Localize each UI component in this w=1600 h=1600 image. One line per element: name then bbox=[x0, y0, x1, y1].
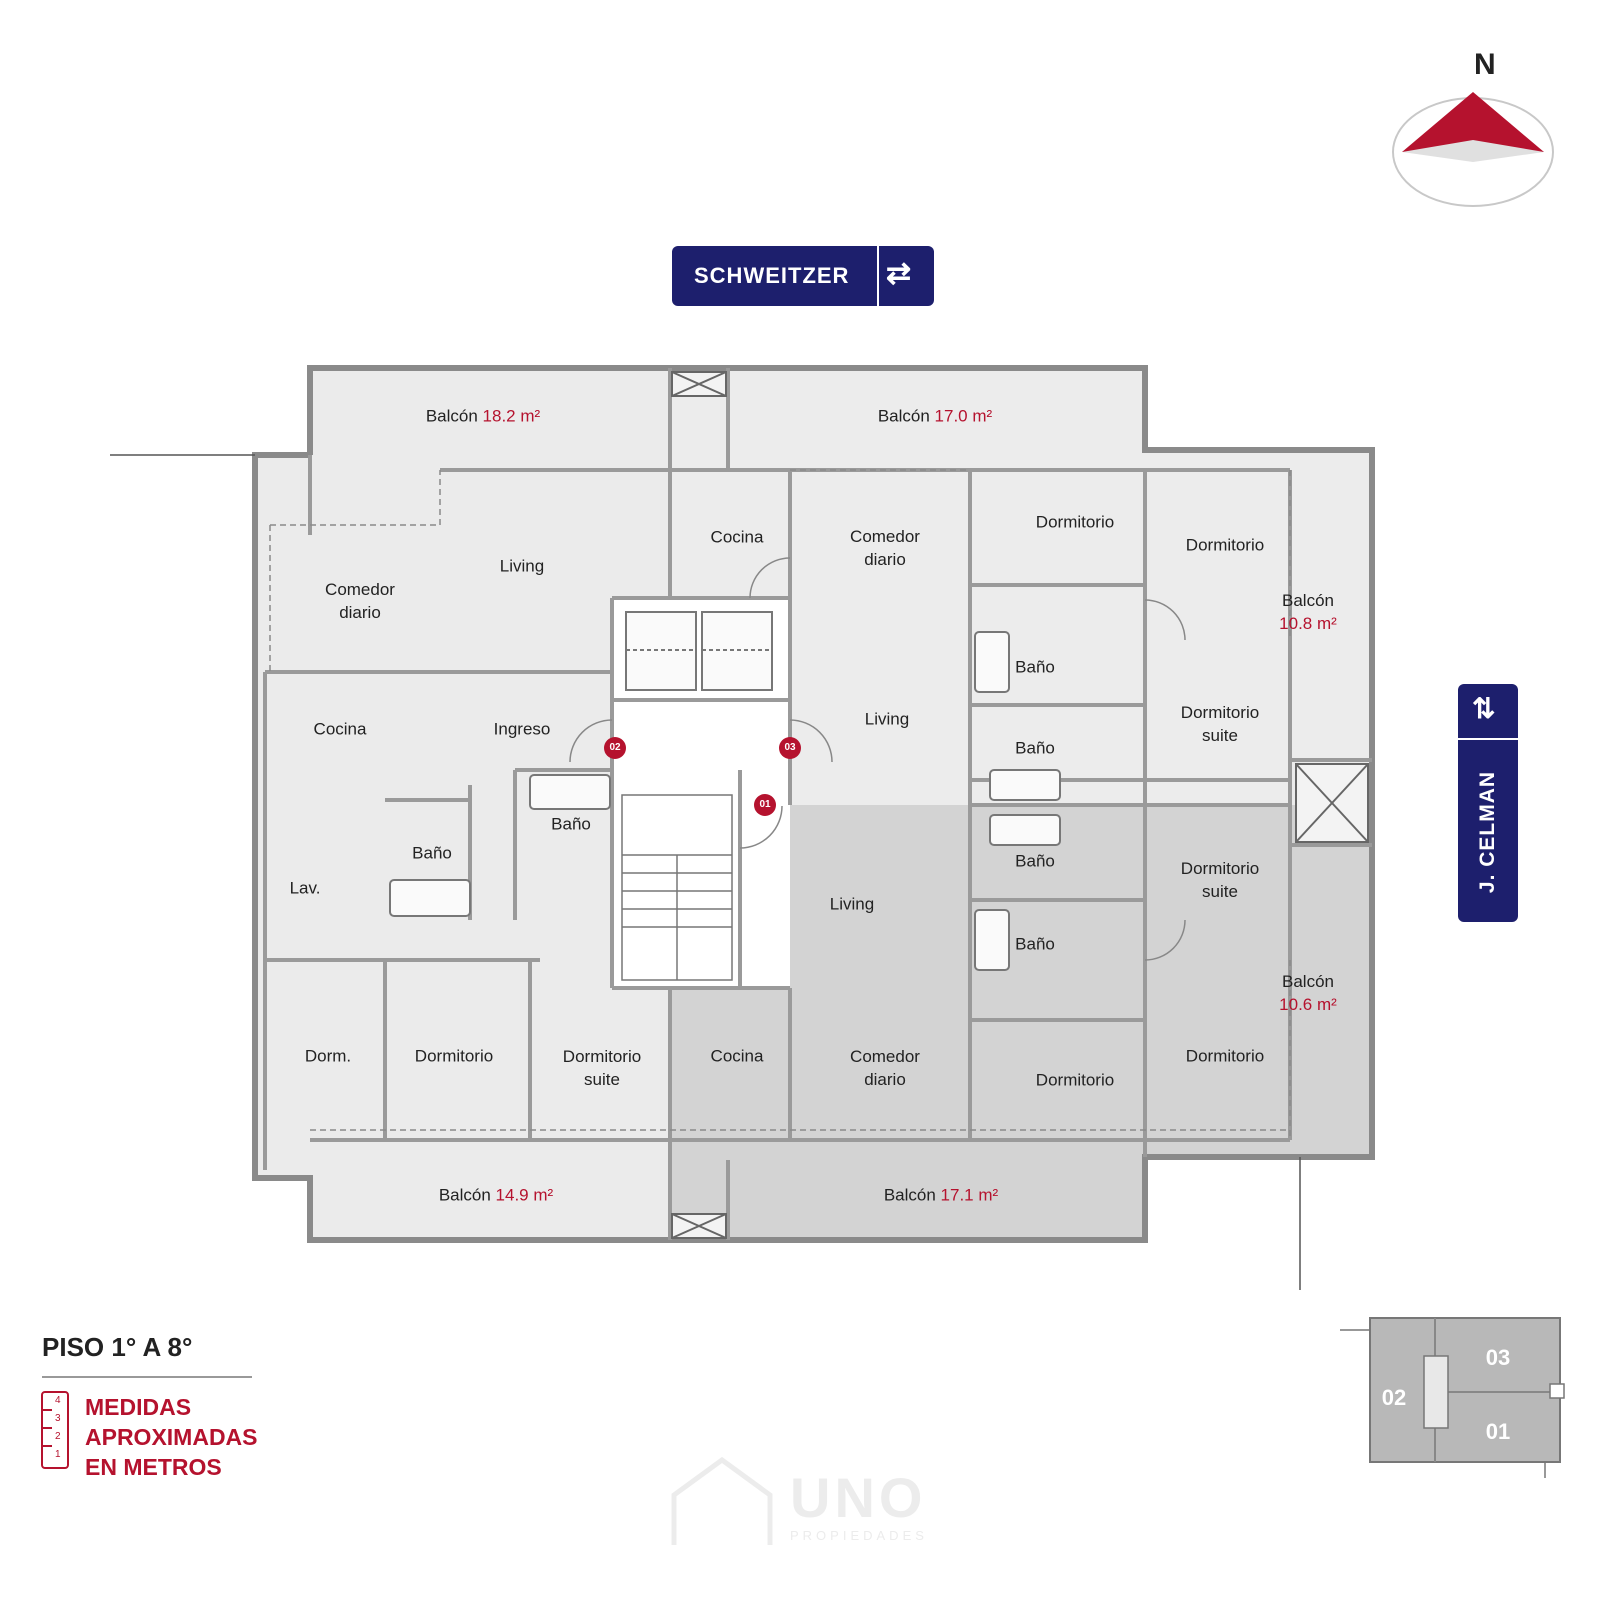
door-swings bbox=[569, 557, 1186, 961]
room-label: Balcón 18.2 m² bbox=[425, 406, 541, 426]
room-label: Baño bbox=[1015, 738, 1055, 758]
room-label: Baño bbox=[1015, 657, 1055, 677]
room-label: Living bbox=[829, 894, 875, 914]
room-label: Comedor diario bbox=[850, 1047, 920, 1089]
legend-divider bbox=[42, 1376, 252, 1378]
room-label: Balcón 17.1 m² bbox=[883, 1185, 999, 1205]
key-plan bbox=[1340, 1317, 1565, 1478]
measurement-note: MEDIDAS APROXIMADAS EN METROS bbox=[85, 1392, 258, 1482]
scale-tick: 2 bbox=[55, 1431, 61, 1442]
room-label: Cocina bbox=[313, 719, 367, 739]
unit-02-area bbox=[255, 368, 670, 1240]
room-label: Baño bbox=[551, 814, 591, 834]
elevators bbox=[625, 611, 773, 691]
watermark-brand: UNO bbox=[790, 1466, 927, 1529]
room-label: Balcón 17.0 m² bbox=[877, 406, 993, 426]
unit-01-area bbox=[670, 805, 1370, 1240]
room-label: Dormitorio suite bbox=[1180, 859, 1260, 901]
room-label: Ingreso bbox=[493, 719, 551, 739]
room-label: Baño bbox=[1015, 851, 1055, 871]
street-sign-north: SCHWEITZER ⇄ bbox=[672, 246, 934, 306]
watermark-logo-icon bbox=[671, 1456, 773, 1545]
street-name-east: J. CELMAN bbox=[1476, 770, 1499, 894]
shafts bbox=[671, 371, 1369, 1239]
street-sign-east: ⇅ J. CELMAN bbox=[1458, 684, 1518, 922]
unit-door-01-badge: 01 bbox=[754, 794, 776, 816]
room-label: Dormitorio bbox=[1185, 1046, 1265, 1066]
room-label: Baño bbox=[412, 843, 452, 863]
street-name-north: SCHWEITZER bbox=[694, 263, 850, 288]
room-label: Dormitorio suite bbox=[562, 1047, 642, 1089]
room-label: Balcón 14.9 m² bbox=[438, 1185, 554, 1205]
compass-north-label: N bbox=[1474, 48, 1496, 81]
measurement-note-line: EN METROS bbox=[85, 1454, 222, 1480]
room-label: Living bbox=[499, 556, 545, 576]
two-way-arrow-divider bbox=[1458, 738, 1518, 740]
room-label: Baño bbox=[1015, 934, 1055, 954]
measurement-note-line: MEDIDAS bbox=[85, 1394, 192, 1420]
scale-tick: 4 bbox=[55, 1395, 61, 1406]
room-label: Dormitorio bbox=[1035, 1070, 1115, 1090]
scale-icon bbox=[41, 1391, 69, 1469]
room-label: Dormitorio bbox=[1035, 512, 1115, 532]
floor-range-title: PISO 1° A 8° bbox=[42, 1332, 193, 1362]
room-label: Cocina bbox=[710, 1046, 764, 1066]
two-way-arrow-icon bbox=[877, 246, 879, 306]
room-label: Dormitorio bbox=[1185, 535, 1265, 555]
measurement-note-line: APROXIMADAS bbox=[85, 1424, 258, 1450]
unit-door-03-badge: 03 bbox=[779, 737, 801, 759]
key-plan-unit-01: 01 bbox=[1485, 1419, 1511, 1444]
room-label: Dormitorio bbox=[414, 1046, 494, 1066]
swap-horizontal-icon: ⇄ bbox=[886, 257, 912, 290]
key-plan-unit-02: 02 bbox=[1381, 1385, 1407, 1410]
key-plan-unit-03: 03 bbox=[1485, 1345, 1511, 1370]
site-lines bbox=[110, 454, 1301, 1290]
scale-tick: 3 bbox=[55, 1413, 61, 1424]
stairs bbox=[621, 794, 733, 981]
watermark-subtitle: PROPIEDADES bbox=[790, 1528, 928, 1543]
room-label: Cocina bbox=[710, 527, 764, 547]
room-label: Dorm. bbox=[304, 1046, 352, 1066]
bathroom-fixtures bbox=[389, 631, 1061, 971]
glazing-lines bbox=[269, 469, 1291, 1140]
swap-vertical-icon: ⇅ bbox=[1472, 693, 1496, 724]
scale-tick: 1 bbox=[55, 1449, 61, 1460]
room-label: Comedor diario bbox=[325, 580, 395, 622]
room-label: Dormitorio suite bbox=[1180, 703, 1260, 745]
scale-tick-labels: 4 3 2 1 bbox=[55, 1392, 67, 1464]
unit-door-02-badge: 02 bbox=[604, 737, 626, 759]
room-label: Lav. bbox=[289, 878, 321, 898]
room-label: Living bbox=[864, 709, 910, 729]
compass bbox=[1392, 92, 1554, 207]
room-label: Comedor diario bbox=[850, 527, 920, 569]
